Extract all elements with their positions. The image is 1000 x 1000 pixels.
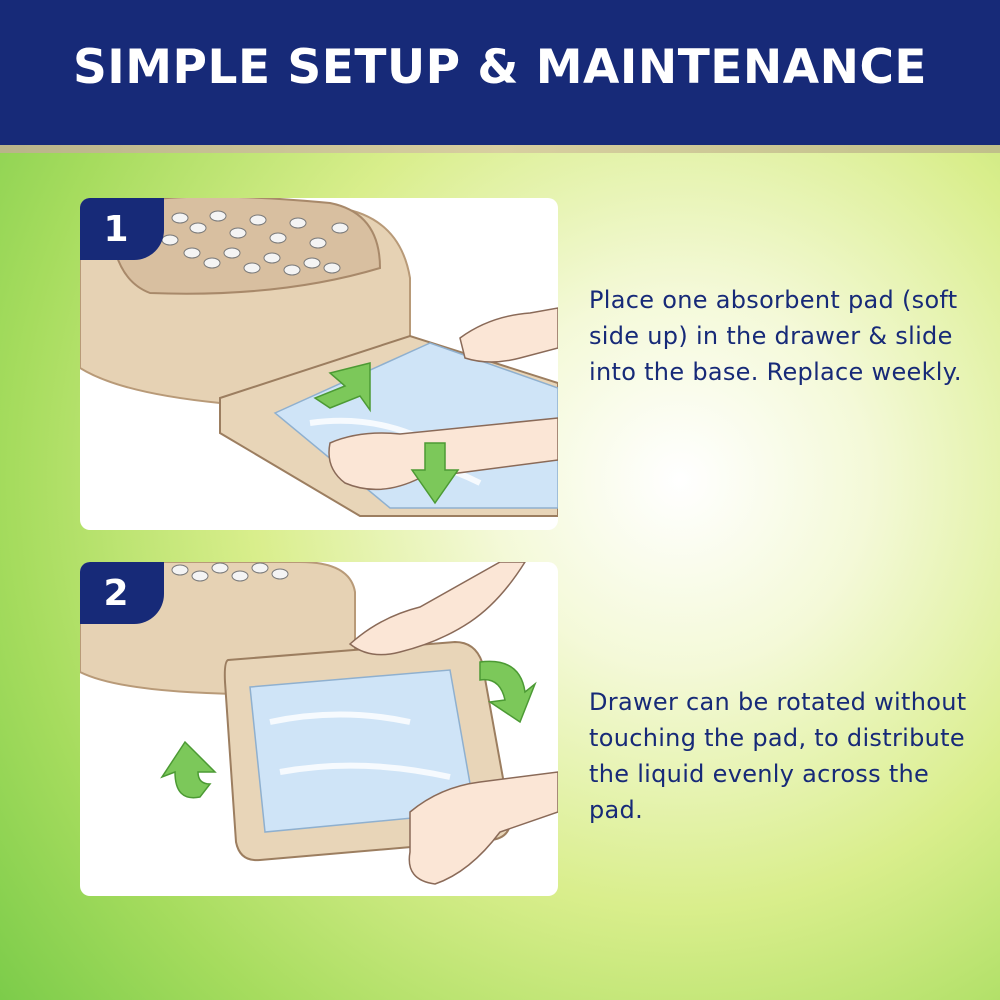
slide-in-arrow: [313, 362, 371, 413]
header-banner: SIMPLE SETUP & MAINTENANCE: [0, 0, 1000, 145]
step-1-description: Place one absorbent pad (soft side up) i…: [589, 286, 962, 386]
step-1-badge: 1: [80, 198, 164, 260]
step-2-badge: 2: [80, 562, 164, 624]
step-2-description: Drawer can be rotated without touching t…: [589, 688, 967, 824]
rotate-arrow-right: [479, 660, 537, 724]
rotate-arrow-left: [160, 740, 217, 799]
down-arrow: [410, 442, 460, 505]
step-2-number: 2: [103, 572, 129, 614]
step-1-illustration-panel: 1: [80, 198, 558, 530]
litter-pellets: [161, 210, 349, 276]
litter-pellets: [171, 562, 289, 582]
hand-top: [348, 562, 526, 656]
step-1-number: 1: [103, 208, 129, 250]
page-title: SIMPLE SETUP & MAINTENANCE: [72, 40, 928, 95]
step-1-illustration: [80, 198, 558, 517]
step-2-illustration-panel: 2: [80, 562, 558, 896]
header-divider: [0, 145, 1000, 153]
hand-top: [459, 307, 558, 363]
hand-bottom: [408, 771, 558, 885]
step-2-illustration: [80, 562, 558, 885]
